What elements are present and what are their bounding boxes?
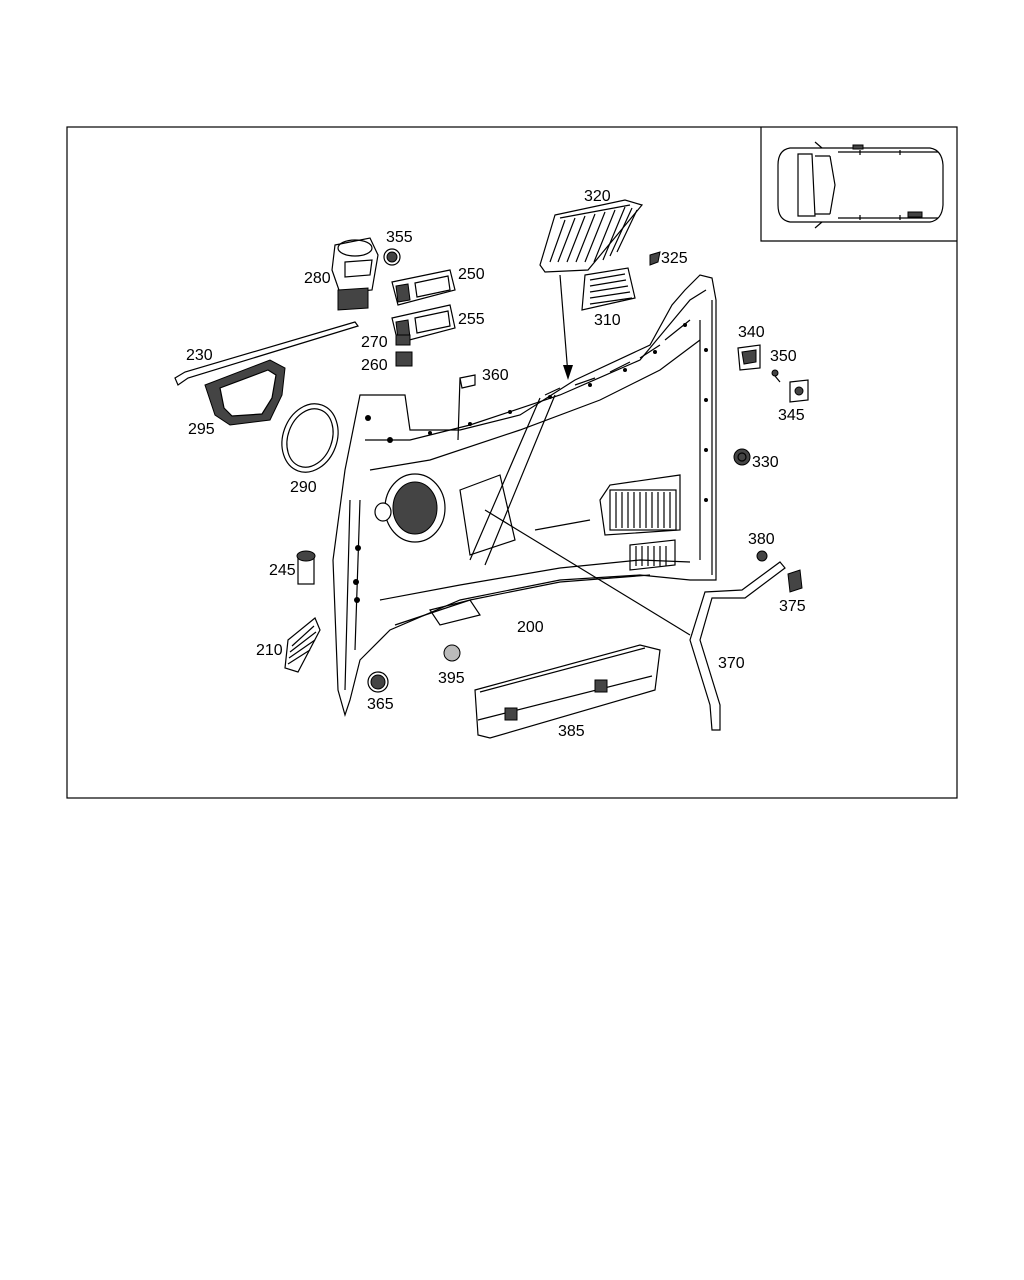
bracket-340 xyxy=(737,344,761,371)
callout-365: 365 xyxy=(367,696,394,713)
callout-325: 325 xyxy=(661,250,688,267)
callout-200: 200 xyxy=(517,619,544,636)
speaker-frame-295 xyxy=(204,359,286,426)
callout-375: 375 xyxy=(779,598,806,615)
diagram-border xyxy=(66,126,958,799)
callout-320: 320 xyxy=(584,188,611,205)
callout-280: 280 xyxy=(304,270,331,287)
callout-350: 350 xyxy=(770,348,797,365)
grommet-365 xyxy=(367,671,389,693)
callout-230: 230 xyxy=(186,347,213,364)
callout-370: 370 xyxy=(718,655,745,672)
callout-295: 295 xyxy=(188,421,215,438)
callout-380: 380 xyxy=(748,531,775,548)
callout-345: 345 xyxy=(778,407,805,424)
cover-345 xyxy=(789,379,809,403)
callout-290: 290 xyxy=(290,479,317,496)
screw-350 xyxy=(771,369,781,383)
arrow-320 xyxy=(559,274,569,376)
vent-210 xyxy=(284,617,321,673)
nut-355 xyxy=(383,248,401,266)
panel-385 xyxy=(474,644,661,739)
callout-395: 395 xyxy=(438,670,465,687)
switch-270 xyxy=(395,334,411,346)
trim-panel-200 xyxy=(332,274,717,718)
grommet-330 xyxy=(733,448,751,466)
vehicle-locator-inset xyxy=(760,127,957,242)
callout-385: 385 xyxy=(558,723,585,740)
switch-panel-255 xyxy=(391,304,456,344)
callout-245: 245 xyxy=(269,562,296,579)
ring-290 xyxy=(281,403,339,473)
clip-375 xyxy=(787,569,803,593)
callout-255: 255 xyxy=(458,311,485,328)
callout-310: 310 xyxy=(594,312,621,329)
callout-270: 270 xyxy=(361,334,388,351)
trim-strip-230 xyxy=(174,321,359,386)
connector-260 xyxy=(395,351,413,367)
switch-panel-250 xyxy=(391,269,456,306)
vent-310 xyxy=(581,267,636,311)
callout-260: 260 xyxy=(361,357,388,374)
callout-250: 250 xyxy=(458,266,485,283)
rail-370 xyxy=(689,561,786,731)
callout-210: 210 xyxy=(256,642,283,659)
clip-360 xyxy=(457,374,476,441)
callout-360: 360 xyxy=(482,367,509,384)
fastener-380 xyxy=(756,550,768,562)
callout-330: 330 xyxy=(752,454,779,471)
clip-325 xyxy=(649,251,661,266)
socket-245 xyxy=(296,550,316,585)
grille-320 xyxy=(539,199,644,273)
callout-340: 340 xyxy=(738,324,765,341)
plug-395 xyxy=(443,644,461,662)
holder-280 xyxy=(331,237,379,311)
callout-355: 355 xyxy=(386,229,413,246)
